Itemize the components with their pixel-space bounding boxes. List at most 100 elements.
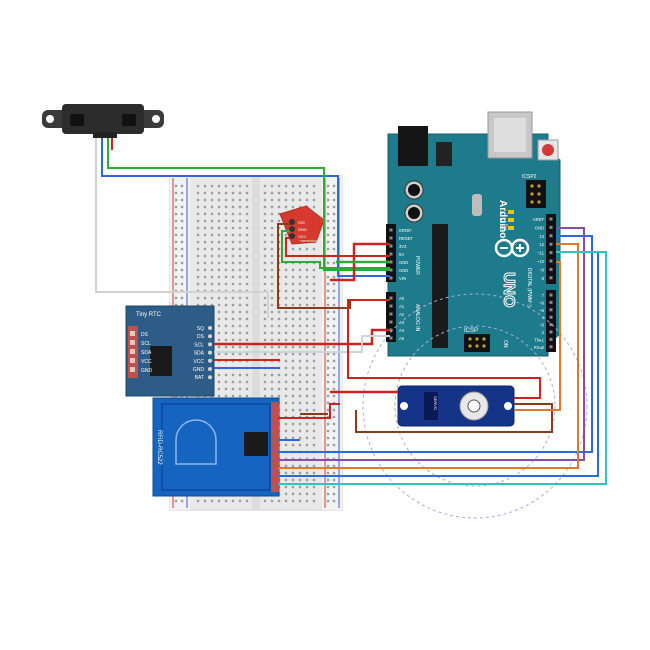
breadboard-hole bbox=[245, 324, 249, 328]
breadboard-hole bbox=[312, 247, 316, 251]
breadboard-hole bbox=[326, 261, 330, 265]
wire-rfid-sda bbox=[278, 251, 607, 485]
breadboard-hole bbox=[224, 184, 228, 188]
breadboard-hole bbox=[326, 436, 330, 440]
breadboard-hole bbox=[277, 352, 281, 356]
breadboard-hole bbox=[270, 338, 274, 342]
breadboard-hole bbox=[270, 268, 274, 272]
breadboard-hole bbox=[245, 247, 249, 251]
breadboard-hole bbox=[291, 324, 295, 328]
breadboard-hole bbox=[263, 240, 267, 244]
breadboard-hole bbox=[270, 303, 274, 307]
breadboard-hole bbox=[332, 226, 336, 230]
breadboard-hole bbox=[203, 191, 207, 195]
atmega-chip bbox=[432, 224, 448, 348]
breadboard-hole bbox=[245, 338, 249, 342]
breadboard-hole bbox=[231, 191, 235, 195]
breadboard-hole bbox=[326, 429, 330, 433]
ir-sensor-hole-right bbox=[152, 115, 160, 123]
servo-inner-circle bbox=[394, 325, 556, 487]
breadboard-hole bbox=[298, 352, 302, 356]
rtc-right-pin-label: SCL bbox=[194, 342, 204, 348]
breadboard-hole bbox=[217, 387, 221, 391]
breadboard-hole bbox=[305, 471, 309, 475]
breadboard-hole bbox=[312, 205, 316, 209]
breadboard-hole bbox=[203, 240, 207, 244]
breadboard-hole bbox=[277, 331, 281, 335]
breadboard-hole bbox=[312, 380, 316, 384]
breadboard-hole bbox=[263, 261, 267, 265]
breadboard-hole bbox=[263, 282, 267, 286]
breadboard-hole bbox=[332, 289, 336, 293]
breadboard-hole bbox=[312, 359, 316, 363]
breadboard-hole bbox=[332, 324, 336, 328]
breadboard-hole bbox=[245, 254, 249, 258]
breadboard-hole bbox=[270, 373, 274, 377]
breadboard-hole bbox=[326, 240, 330, 244]
breadboard-hole bbox=[231, 338, 235, 342]
breadboard-hole bbox=[312, 387, 316, 391]
breadboard-hole bbox=[238, 254, 242, 258]
digital-header-top bbox=[546, 214, 556, 284]
breadboard-hole bbox=[332, 492, 336, 496]
breadboard-hole bbox=[326, 464, 330, 468]
breadboard-hole bbox=[326, 485, 330, 489]
breadboard-hole bbox=[284, 275, 288, 279]
breadboard-hole bbox=[217, 219, 221, 223]
breadboard-hole bbox=[238, 373, 242, 377]
breadboard-hole bbox=[217, 499, 221, 503]
header-pin bbox=[549, 276, 553, 280]
breadboard-hole bbox=[217, 317, 221, 321]
breadboard-hole bbox=[332, 499, 336, 503]
breadboard-hole bbox=[332, 303, 336, 307]
breadboard-hole bbox=[238, 296, 242, 300]
breadboard-hole bbox=[217, 373, 221, 377]
breadboard-hole bbox=[224, 240, 228, 244]
breadboard-hole bbox=[312, 373, 316, 377]
breadboard-hole bbox=[217, 268, 221, 272]
arduino-board bbox=[387, 133, 561, 357]
breadboard-hole bbox=[332, 205, 336, 209]
breadboard-hole bbox=[332, 387, 336, 391]
breadboard-hole bbox=[326, 303, 330, 307]
breadboard-hole bbox=[217, 240, 221, 244]
breadboard-hole bbox=[231, 324, 235, 328]
breadboard-hole bbox=[284, 289, 288, 293]
breadboard-hole bbox=[210, 303, 214, 307]
breadboard-hole bbox=[284, 485, 288, 489]
rtc-title: Tiny RTC bbox=[136, 312, 162, 318]
icsp2-label: ICSP2 bbox=[522, 174, 537, 180]
wire-ir-gray bbox=[95, 138, 269, 318]
breadboard-hole bbox=[180, 226, 184, 230]
breadboard-hole bbox=[270, 254, 274, 258]
breadboard-hole bbox=[210, 296, 214, 300]
pin-label: A4 bbox=[399, 328, 405, 333]
breadboard-hole bbox=[291, 338, 295, 342]
breadboard-hole bbox=[312, 324, 316, 328]
breadboard-hole bbox=[332, 373, 336, 377]
breadboard-hole bbox=[238, 198, 242, 202]
icsp-pin bbox=[468, 344, 472, 348]
breadboard-hole bbox=[245, 240, 249, 244]
breadboard-hole bbox=[284, 492, 288, 496]
breadboard-hole bbox=[224, 345, 228, 349]
header-pin bbox=[549, 217, 553, 221]
breadboard-hole bbox=[298, 345, 302, 349]
breadboard-hole bbox=[312, 310, 316, 314]
breadboard-hole bbox=[245, 184, 249, 188]
breadboard-hole bbox=[326, 289, 330, 293]
breadboard-hole bbox=[291, 275, 295, 279]
breadboard-hole bbox=[180, 254, 184, 258]
pin-label: A1 bbox=[399, 304, 405, 309]
pin-label: RESET bbox=[399, 236, 413, 241]
pin-label: ~11 bbox=[537, 251, 544, 256]
rtc-right-pin-label: GND bbox=[193, 367, 205, 373]
pin-label: 8 bbox=[542, 276, 545, 281]
icsp-pins bbox=[468, 337, 486, 348]
breadboard-hole bbox=[203, 212, 207, 216]
breadboard-hole bbox=[312, 184, 316, 188]
rtc-left-pin-label: SCL bbox=[141, 341, 151, 347]
rtc-left-pin-label: SDA bbox=[141, 350, 152, 356]
rtc-right-pin bbox=[208, 334, 212, 339]
